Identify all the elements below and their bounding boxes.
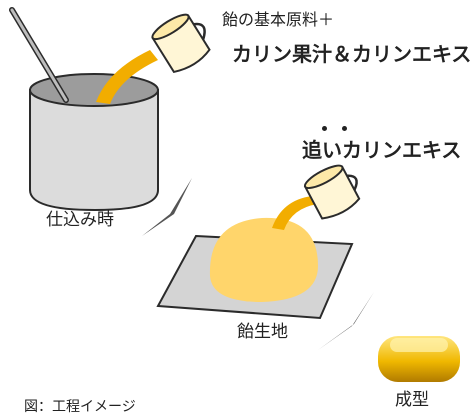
pot-with-stirrer	[9, 7, 159, 212]
candy-piece	[378, 336, 460, 382]
label-base-ingredients: 飴の基本原料＋	[222, 10, 335, 29]
label-stage-preparation: 仕込み時	[46, 210, 114, 230]
pouring-pitcher-1	[151, 13, 211, 74]
emphasis-dot	[322, 126, 327, 131]
emphasis-dot	[342, 126, 347, 131]
label-quince-juice-extract: カリン果汁＆カリンエキス	[232, 42, 472, 66]
pouring-pitcher-2	[303, 164, 361, 220]
label-stage-candy-dough: 飴生地	[237, 322, 288, 342]
pour-stream-extract	[272, 196, 318, 230]
pot-body	[29, 89, 159, 212]
figure-caption: 図：工程イメージ	[24, 399, 136, 415]
pot-rim	[29, 73, 159, 107]
candy-dough	[209, 217, 318, 302]
label-stage-molding: 成型	[395, 390, 429, 410]
pour-stream-ingredients	[96, 50, 158, 104]
label-added-extract: 追いカリンエキス	[302, 138, 462, 162]
